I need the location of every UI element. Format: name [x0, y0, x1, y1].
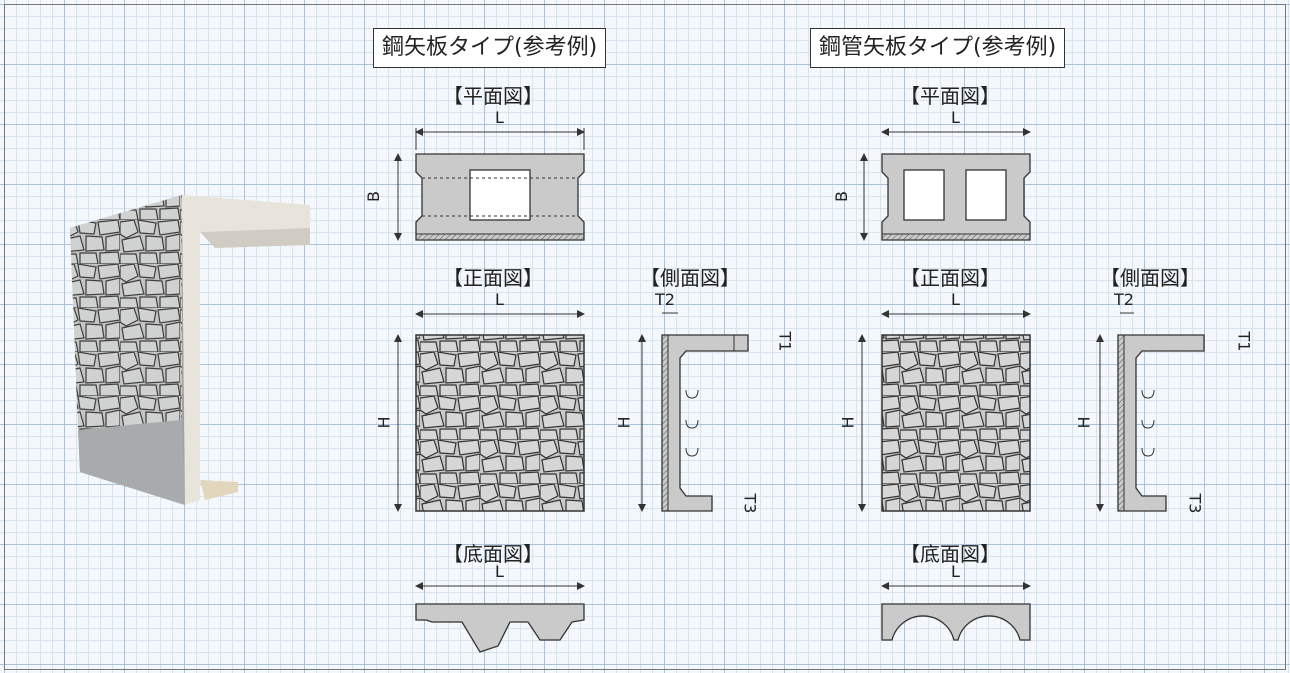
- type1-title: 鋼矢板タイプ(参考例): [373, 28, 607, 68]
- type2-side-view: [1096, 312, 1205, 512]
- type2-front-view: [858, 310, 1031, 512]
- dim-L-front-2: L: [951, 290, 960, 309]
- type1-side-view: [638, 312, 749, 512]
- dim-L-front-1: L: [495, 290, 504, 309]
- dim-L-bottom-2: L: [951, 562, 960, 581]
- dim-T2-1: T2: [655, 290, 675, 309]
- type2-front-label: 【正面図】: [900, 266, 1000, 290]
- product-photo: [70, 195, 310, 505]
- type2-plan-label: 【平面図】: [900, 84, 1000, 108]
- type1-bottom-view: [415, 582, 585, 653]
- type2-plan-view: [860, 128, 1031, 241]
- type2-bottom-label: 【底面図】: [900, 542, 1000, 566]
- type1-bottom-label: 【底面図】: [443, 542, 543, 566]
- type1-plan-view: [394, 128, 585, 241]
- type1-plan-label: 【平面図】: [443, 84, 543, 108]
- type2-title: 鋼管矢板タイプ(参考例): [810, 28, 1066, 68]
- dim-L-plan-2: L: [951, 108, 960, 127]
- dim-L-bottom-1: L: [495, 562, 504, 581]
- dim-L-plan-1: L: [495, 108, 504, 127]
- type1-side-label: 【側面図】: [640, 266, 740, 290]
- diagram-frame: [4, 4, 1286, 670]
- type2-bottom-view: [881, 582, 1031, 641]
- type1-front-view: [394, 310, 585, 512]
- dim-T2-2: T2: [1114, 290, 1134, 309]
- type1-front-label: 【正面図】: [443, 266, 543, 290]
- type2-side-label: 【側面図】: [1100, 266, 1200, 290]
